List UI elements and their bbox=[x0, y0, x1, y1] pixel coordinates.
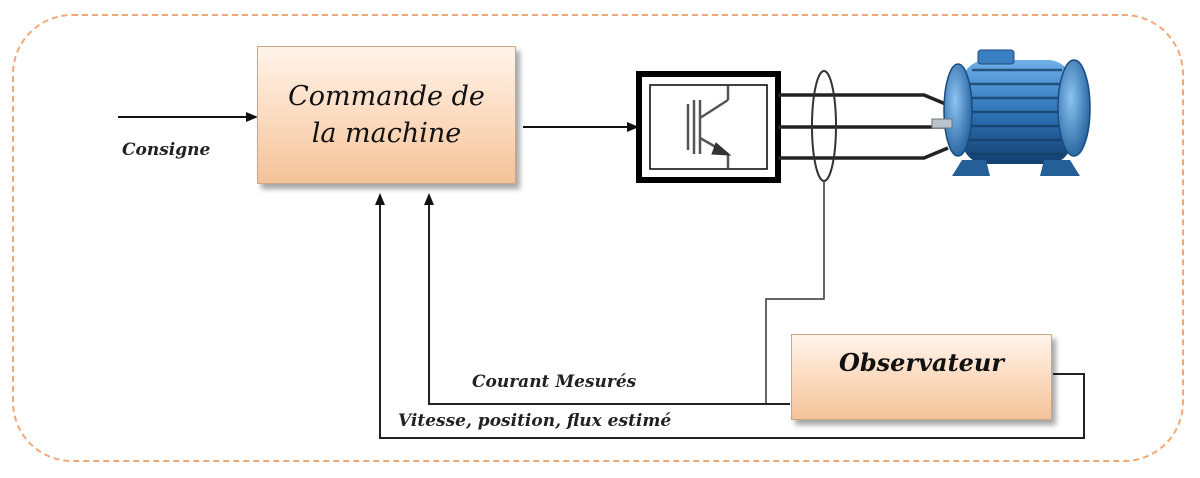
measured-current-label: Courant Mesurés bbox=[472, 372, 637, 392]
three-phase-lines bbox=[778, 93, 950, 160]
igbt-transistor-icon bbox=[686, 86, 732, 168]
observer-title: Observateur bbox=[838, 347, 1005, 377]
estimate-feedback-arrow bbox=[375, 193, 1085, 439]
command-title-line2: la machine bbox=[311, 118, 462, 149]
diagram-frame bbox=[12, 14, 1184, 462]
consigne-label: Consigne bbox=[122, 140, 211, 160]
estimate-label: Vitesse, position, flux estimé bbox=[398, 411, 672, 431]
measured-current-line bbox=[765, 181, 825, 404]
command-title-line1: Commande de bbox=[288, 81, 485, 112]
command-block: Commande de la machine bbox=[257, 46, 516, 184]
inverter-block bbox=[636, 71, 781, 183]
current-feedback-arrow bbox=[424, 193, 790, 405]
electric-motor-icon bbox=[931, 49, 1091, 176]
observer-block: Observateur bbox=[791, 334, 1052, 420]
